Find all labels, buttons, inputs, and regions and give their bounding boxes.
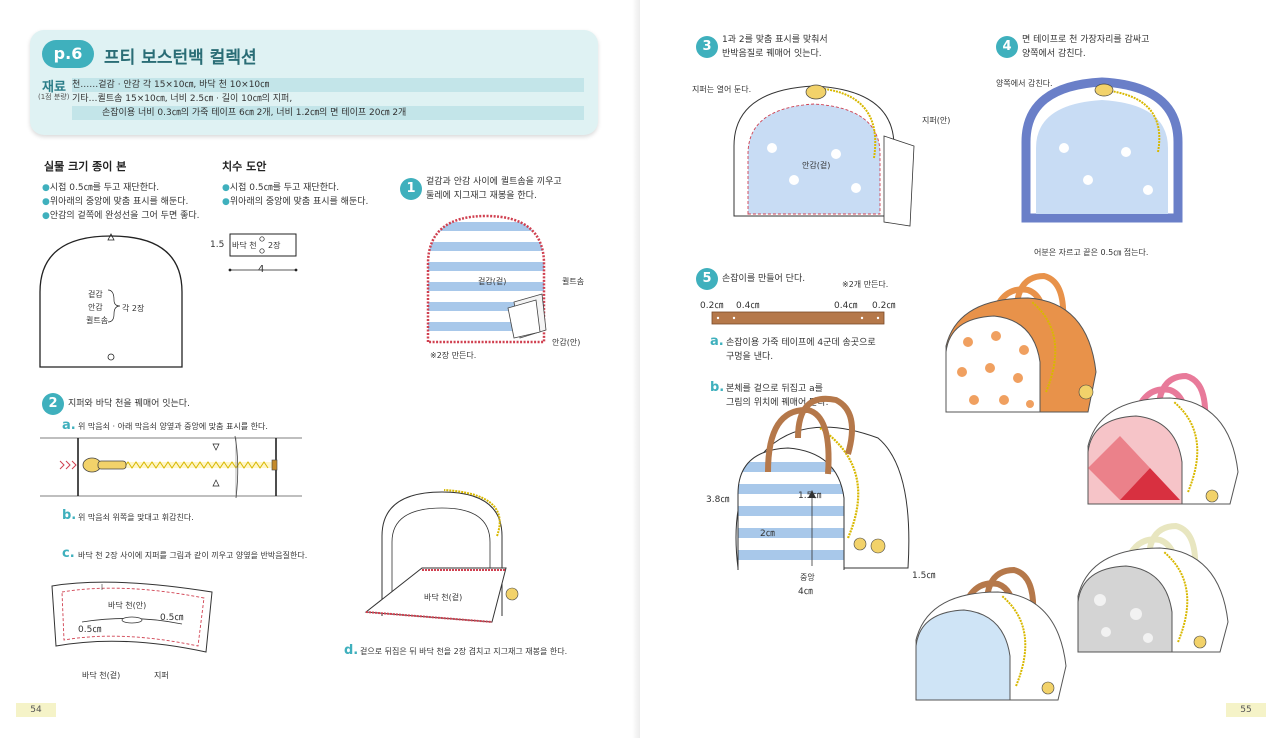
step2-bottom-out: 바닥 천(겉) — [82, 671, 121, 680]
pattern-title: 실물 크기 종이 본 — [44, 160, 127, 173]
materials-label: 재료 — [42, 80, 66, 95]
dims-rect — [228, 233, 298, 272]
step2-b-letter: b. — [62, 508, 77, 523]
step2-d-letter: d. — [344, 643, 359, 658]
pattern-bullet-3: ●안감의 겉쪽에 완성선을 그어 두면 좋다. — [42, 211, 200, 221]
step4-circle: 4 — [996, 36, 1018, 58]
step5-note: ※2개 만든다. — [842, 280, 889, 289]
step3-zip-open: 지퍼는 열어 둔다. — [692, 85, 752, 94]
step5-dim-1: 3.8㎝ — [706, 495, 730, 505]
step5-m4: 0.2㎝ — [872, 301, 896, 311]
step4-text-1: 면 테이프로 천 가장자리를 감싸고 — [1022, 35, 1150, 45]
step3-zip-in: 지퍼(안) — [922, 116, 951, 125]
step5-a-text-1: 손잡이용 가죽 테이프에 4군데 송곳으로 — [726, 338, 876, 348]
step5-a-text-2: 구멍을 낸다. — [726, 352, 774, 362]
step2-b-text: 위 막음쇠 위쪽을 맞대고 휘감친다. — [78, 513, 194, 522]
step1-text-2: 둘레에 지그재그 재봉을 한다. — [426, 191, 537, 201]
pattern-label-quilt: 퀼트솜 — [86, 316, 109, 325]
step5-dim-2: 1.5㎝ — [798, 491, 822, 501]
step5-dim-4: 중앙 — [800, 573, 815, 582]
materials-row-1: 천……겉감 · 안감 각 15×10㎝, 바닥 천 10×10㎝ — [72, 78, 584, 92]
step1-text-1: 겉감과 안감 사이에 퀼트솜을 끼우고 — [426, 177, 562, 187]
step3-circle: 3 — [696, 36, 718, 58]
step2-a-text: 위 막음쇠 · 아래 막음쇠 양옆과 중앙에 맞춤 표시를 한다. — [78, 422, 268, 431]
dims-title: 치수 도안 — [222, 160, 267, 173]
bottom-cloth-diagram — [51, 581, 213, 653]
step5-a-letter: a. — [710, 334, 724, 349]
step1-outer-label: 겉감(겉) — [478, 277, 507, 286]
left-page: p.6 프티 보스턴백 컬렉션 재료 (1점 분량) 천……겉감 · 안감 각 … — [16, 30, 598, 717]
pattern-bullet-2: ●위아래의 중앙에 맞춤 표시를 해둔다. — [42, 197, 189, 207]
page-title: 프티 보스턴백 컬렉션 — [104, 48, 257, 68]
step5-m3: 0.4㎝ — [834, 301, 858, 311]
step4-text-2: 양쪽에서 감친다. — [1022, 49, 1086, 59]
bag-lightblue — [915, 566, 1067, 701]
step4-end: 어분은 자르고 끝은 0.5㎝ 접는다. — [1034, 248, 1149, 257]
bag-orange — [945, 272, 1097, 413]
dims-rect-label: 바닥 천 — [232, 241, 257, 250]
step1-circle: 1 — [400, 178, 422, 200]
zipper-diagram — [40, 435, 302, 499]
step3-outer: 안감(겉) — [802, 161, 831, 170]
pattern-label-outer: 겉감 — [88, 290, 103, 299]
step2-circle: 2 — [42, 393, 64, 415]
step5-circle: 5 — [696, 268, 718, 290]
step5-dim-3: 2㎝ — [760, 529, 775, 539]
leather-tape — [711, 311, 885, 325]
step5-dim-6: 1.5㎝ — [912, 571, 936, 581]
step4-illustration — [1021, 77, 1183, 223]
materials-sub: (1점 분량) — [38, 93, 70, 101]
step2-zipper: 지퍼 — [154, 671, 169, 680]
step3-illustration — [733, 84, 915, 227]
dims-height: 1.5 — [210, 240, 225, 250]
step2-d-label: 바닥 천(겉) — [424, 593, 463, 602]
step2-bottom-in: 바닥 천(안) — [108, 601, 147, 610]
step2-d-text: 겉으로 뒤집은 뒤 바닥 천을 2장 겹치고 지그재그 재봉을 한다. — [360, 647, 568, 656]
pattern-bullet-1: ●시접 0.5㎝를 두고 재단한다. — [42, 183, 160, 193]
step5-m1: 0.2㎝ — [700, 301, 724, 311]
step2-margin-1: 0.5㎝ — [160, 613, 184, 623]
pattern-shape — [39, 233, 183, 368]
step3-text-2: 반박음질로 꿰매어 잇는다. — [722, 49, 822, 59]
step1-illustration — [426, 214, 547, 344]
step5-b-text-1: 본체를 겉으로 뒤집고 a를 — [726, 384, 823, 394]
step1-quilt-label: 퀼트솜 — [562, 277, 585, 286]
step4-both: 양쪽에서 감친다. — [996, 79, 1053, 88]
step5-text: 손잡이를 만들어 단다. — [722, 274, 806, 284]
step2-a-letter: a. — [62, 418, 76, 433]
dims-width: 4 — [258, 264, 265, 275]
step5-dim-5: 4㎝ — [798, 587, 813, 597]
pattern-label-each: 각 2장 — [122, 304, 145, 313]
step5-b-letter: b. — [710, 380, 725, 395]
step5-illustration — [735, 395, 910, 570]
page-number-right: 55 — [1226, 703, 1266, 717]
step2-c-letter: c. — [62, 546, 75, 561]
page-number-left: 54 — [16, 703, 56, 717]
materials-row-2: 기타…퀼트솜 15×10㎝, 너비 2.5㎝ · 길이 10㎝의 지퍼, — [72, 94, 293, 104]
step5-b-text-2: 그림의 위치에 꿰매어 단다. — [726, 398, 829, 408]
step2-text: 지퍼와 바닥 천을 꿰매어 잇는다. — [68, 399, 190, 409]
step2-margin-2: 0.5㎝ — [78, 625, 102, 635]
right-page: 3 1과 2를 맞춤 표시를 맞춰서 반박음질로 꿰매어 잇는다. 지퍼는 열어… — [640, 0, 1280, 738]
bag-gray — [1077, 522, 1229, 653]
step5-m2: 0.4㎝ — [736, 301, 760, 311]
pattern-label-lining: 안감 — [88, 303, 103, 312]
step1-note: ※2장 만든다. — [430, 351, 477, 360]
bag-pink — [1087, 372, 1239, 505]
step3-text-1: 1과 2를 맞춤 표시를 맞춰서 — [722, 35, 828, 45]
dims-bullet-1: ●시접 0.5㎝를 두고 재단한다. — [222, 183, 340, 193]
page-badge: p.6 — [42, 40, 94, 68]
step1-lining-label: 안감(안) — [552, 338, 581, 347]
dims-bullet-2: ●위아래의 중앙에 맞춤 표시를 해둔다. — [222, 197, 369, 207]
step2-d-illustration — [364, 489, 519, 623]
materials-row-3: 손잡이용 너비 0.3㎝의 가죽 테이프 6㎝ 2개, 너비 1.2㎝의 면 테… — [72, 106, 584, 120]
dims-rect-count: 2장 — [268, 241, 281, 250]
step2-c-text: 바닥 천 2장 사이에 지퍼를 그림과 같이 끼우고 양옆을 반박음질한다. — [78, 551, 308, 560]
